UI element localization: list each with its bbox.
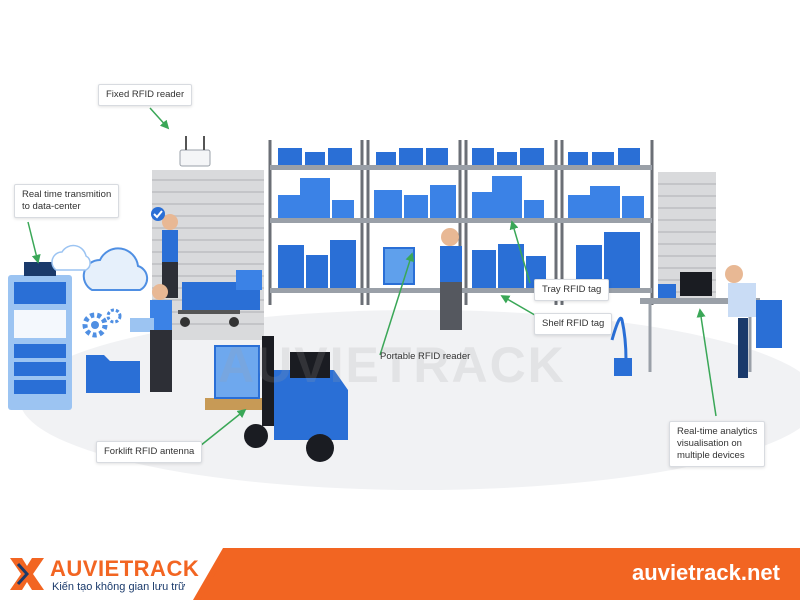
worker-with-laptop bbox=[130, 284, 172, 392]
label-real-time-analytics: Real-time analytics visualisation on mul… bbox=[669, 421, 766, 467]
label-tray-rfid-tag: Tray RFID tag bbox=[534, 279, 610, 301]
forklift-icon bbox=[205, 336, 348, 462]
callout-arrows bbox=[27, 107, 717, 447]
worker-with-trolley bbox=[162, 214, 262, 327]
label-fixed-rfid-reader: Fixed RFID reader bbox=[98, 84, 193, 106]
watermark: AUVIETRACK bbox=[218, 337, 566, 393]
gear-icon bbox=[82, 308, 122, 338]
logo-icon bbox=[10, 558, 44, 590]
folder-icon bbox=[86, 355, 140, 393]
fixed-reader-icon bbox=[179, 136, 211, 167]
brand-name: AUVIETRACK bbox=[50, 556, 200, 581]
footer-orange-band bbox=[200, 548, 800, 600]
label-real-time-transmission: Real time transmition to data-center bbox=[14, 184, 120, 218]
cloud-icon bbox=[51, 244, 149, 291]
server-icon bbox=[8, 262, 72, 410]
label-portable-rfid-reader: Portable RFID reader bbox=[380, 351, 471, 362]
analyst-desk bbox=[610, 265, 782, 378]
brand-slogan: Kiến tạo không gian lưu trữ bbox=[52, 581, 186, 593]
rfid-warehouse-illustration bbox=[8, 107, 800, 490]
label-forklift-rfid-antenna: Forklift RFID antenna bbox=[96, 441, 203, 463]
website-link[interactable]: auvietrack.net bbox=[632, 560, 780, 585]
label-shelf-rfid-tag: Shelf RFID tag bbox=[534, 313, 613, 335]
footer-banner: AUVIETRACK Kiến tạo không gian lưu trữ a… bbox=[0, 548, 800, 600]
checkmark-badge-icon bbox=[151, 207, 165, 221]
